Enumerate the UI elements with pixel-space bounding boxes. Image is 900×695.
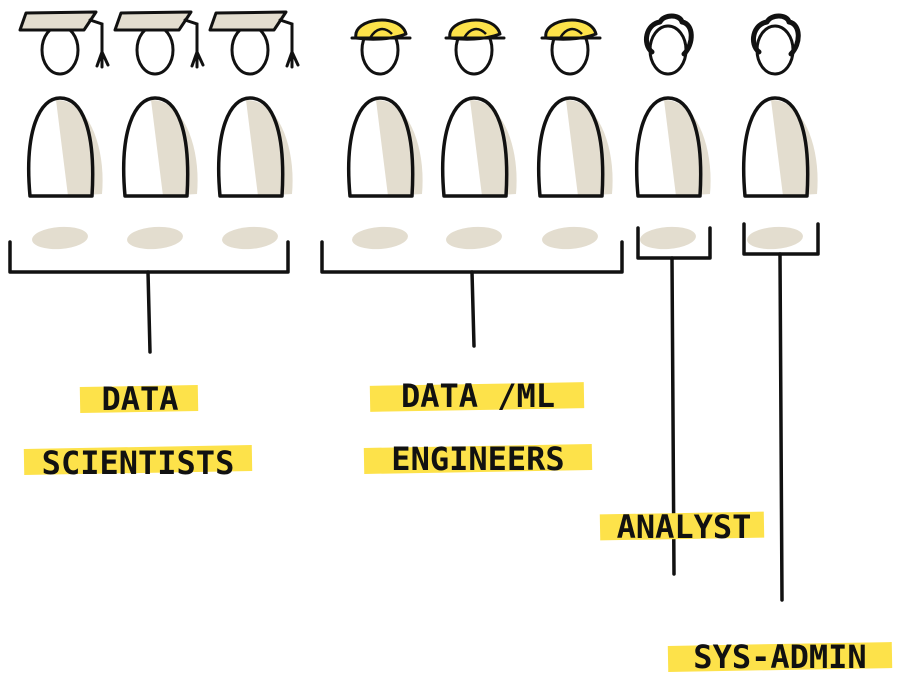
label-line: DATA [101,380,178,418]
seat-shadow [127,226,183,250]
body-shade [246,100,293,196]
graduation-cap-icon [208,10,300,69]
body [537,96,605,198]
label-analyst: ANALYST [599,508,765,546]
person-figure [208,10,300,250]
body [122,96,190,198]
label-data-scientists: DATA SCIENTISTS [23,380,253,482]
seat-shadow [446,226,502,250]
head [40,24,80,76]
person-figure [113,10,205,250]
label-line: ENGINEERS [391,440,564,478]
label-line: ANALYST [617,508,752,546]
label-highlight [667,642,893,672]
hard-hat-icon [540,18,602,41]
body-shade [470,100,517,196]
hard-hat-icon [350,18,412,41]
seat-shadow [542,226,598,250]
graduation-cap-icon [18,10,110,69]
label-highlight [363,444,593,474]
bracket-line [636,226,712,260]
label-line: SCIENTISTS [42,444,235,482]
person-figure [537,18,613,250]
seat-shadow [352,226,408,250]
body-shade [664,100,711,196]
bracket-sys-admin [742,222,820,602]
bracket-data-ml-engineers [320,240,624,348]
body [441,96,509,198]
label-highlight [369,382,585,412]
head [755,24,795,76]
graduation-cap-icon [113,10,205,69]
hard-hat-icon [444,18,506,41]
label-highlight [599,511,765,541]
seat-shadow [32,226,88,250]
body-shade [376,100,423,196]
head [135,24,175,76]
person-figure [347,18,423,250]
seat-shadow [222,226,278,250]
body [347,96,415,198]
head [648,24,688,76]
curly-hair-icon [643,13,694,57]
seat-shadow [747,226,803,250]
connector-line [146,270,152,354]
body-shade [151,100,198,196]
person-figure [635,13,711,250]
people-row [18,10,818,250]
label-highlight [23,445,253,475]
label-data-ml-engineers: DATA /ML ENGINEERS [363,377,593,478]
label-highlight [79,384,199,414]
person-figure [18,10,110,250]
body-shade [771,100,818,196]
bracket-data-scientists [8,240,290,354]
body [217,96,285,198]
body [742,96,810,198]
head [230,24,270,76]
connector-line [470,270,476,348]
body-shade [56,100,103,196]
seat-shadow [640,226,696,250]
curly-hair-icon [750,13,801,57]
role-labels: DATA SCIENTISTS DATA /ML ENGINEERS ANALY… [23,377,893,676]
body [27,96,95,198]
person-figure [441,18,517,250]
label-line: SYS-ADMIN [693,638,866,676]
body [635,96,703,198]
label-sys-admin: SYS-ADMIN [667,638,893,676]
label-line: DATA /ML [401,377,555,415]
connector-line [778,252,784,602]
person-figure [742,13,818,250]
body-shade [566,100,613,196]
